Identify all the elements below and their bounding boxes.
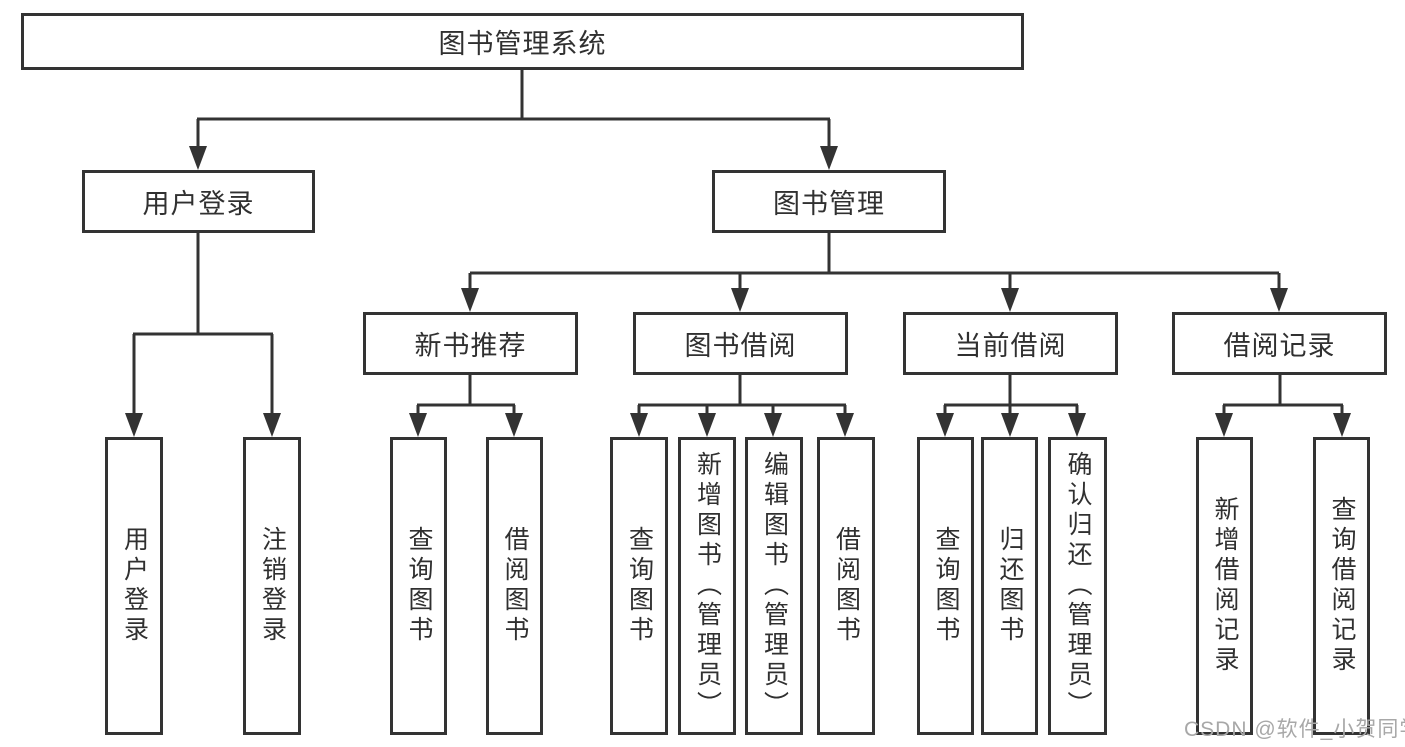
connector-new-books-split: [416, 375, 516, 416]
leaf-query-books-recommend: 查询图书: [390, 437, 447, 735]
leaf-confirm-return-admin-label: 确认归还（管理员）: [1064, 451, 1092, 721]
node-user-login-label: 用户登录: [142, 189, 255, 219]
leaf-logout: 注销登录: [243, 437, 301, 735]
leaf-confirm-return-admin: 确认归还（管理员）: [1048, 437, 1107, 735]
leaf-query-books-current: 查询图书: [917, 437, 974, 735]
node-book-management: 图书管理: [712, 170, 946, 233]
node-root-system: 图书管理系统: [21, 13, 1024, 70]
node-current-borrow: 当前借阅: [903, 312, 1118, 375]
node-new-book-recommend: 新书推荐: [363, 312, 578, 375]
connector-user-login-split: [132, 233, 274, 416]
leaf-query-books-borrow-label: 查询图书: [625, 526, 654, 646]
connector-book-borrow-split: [637, 375, 847, 416]
connector-book-mgmt-split: [468, 233, 1281, 292]
leaf-add-borrow-record: 新增借阅记录: [1196, 437, 1253, 735]
leaf-query-books-recommend-label: 查询图书: [405, 526, 433, 646]
leaf-add-books-admin: 新增图书（管理员）: [678, 437, 736, 735]
node-borrow-records: 借阅记录: [1172, 312, 1387, 375]
leaf-borrow-books-recommend-label: 借阅图书: [501, 526, 529, 646]
connector-root-split: [196, 68, 831, 150]
leaf-edit-books-admin: 编辑图书（管理员）: [745, 437, 803, 735]
leaf-add-borrow-record-label: 新增借阅记录: [1211, 496, 1239, 676]
node-user-login: 用户登录: [82, 170, 315, 233]
leaf-borrow-books-label: 借阅图书: [832, 526, 861, 646]
node-root-label: 图书管理系统: [438, 29, 607, 59]
csdn-watermark: CSDN @软件_小贺同学: [1184, 718, 1405, 741]
connector-current-borrow-split: [943, 375, 1079, 416]
leaf-add-books-admin-label: 新增图书（管理员）: [693, 451, 722, 721]
leaf-user-login-label: 用户登录: [120, 526, 149, 646]
leaf-logout-label: 注销登录: [258, 526, 287, 646]
leaf-query-borrow-record-label: 查询借阅记录: [1328, 496, 1356, 676]
leaf-borrow-books-recommend: 借阅图书: [486, 437, 543, 735]
leaf-user-login: 用户登录: [105, 437, 163, 735]
node-borrow-records-label: 借阅记录: [1223, 331, 1336, 361]
node-book-management-label: 图书管理: [773, 189, 885, 219]
leaf-borrow-books: 借阅图书: [817, 437, 875, 735]
leaf-query-borrow-record: 查询借阅记录: [1313, 437, 1370, 735]
leaf-edit-books-admin-label: 编辑图书（管理员）: [760, 451, 789, 721]
node-new-book-recommend-label: 新书推荐: [414, 331, 527, 361]
node-current-borrow-label: 当前借阅: [954, 331, 1067, 361]
arrowheads: [125, 146, 1351, 437]
leaf-query-books-current-label: 查询图书: [932, 526, 960, 646]
leaf-return-books: 归还图书: [981, 437, 1038, 735]
leaf-query-books-borrow: 查询图书: [610, 437, 668, 735]
node-book-borrow-label: 图书借阅: [684, 331, 797, 361]
leaf-return-books-label: 归还图书: [996, 526, 1024, 646]
connector-borrow-records-split: [1222, 375, 1344, 416]
node-book-borrow: 图书借阅: [633, 312, 848, 375]
